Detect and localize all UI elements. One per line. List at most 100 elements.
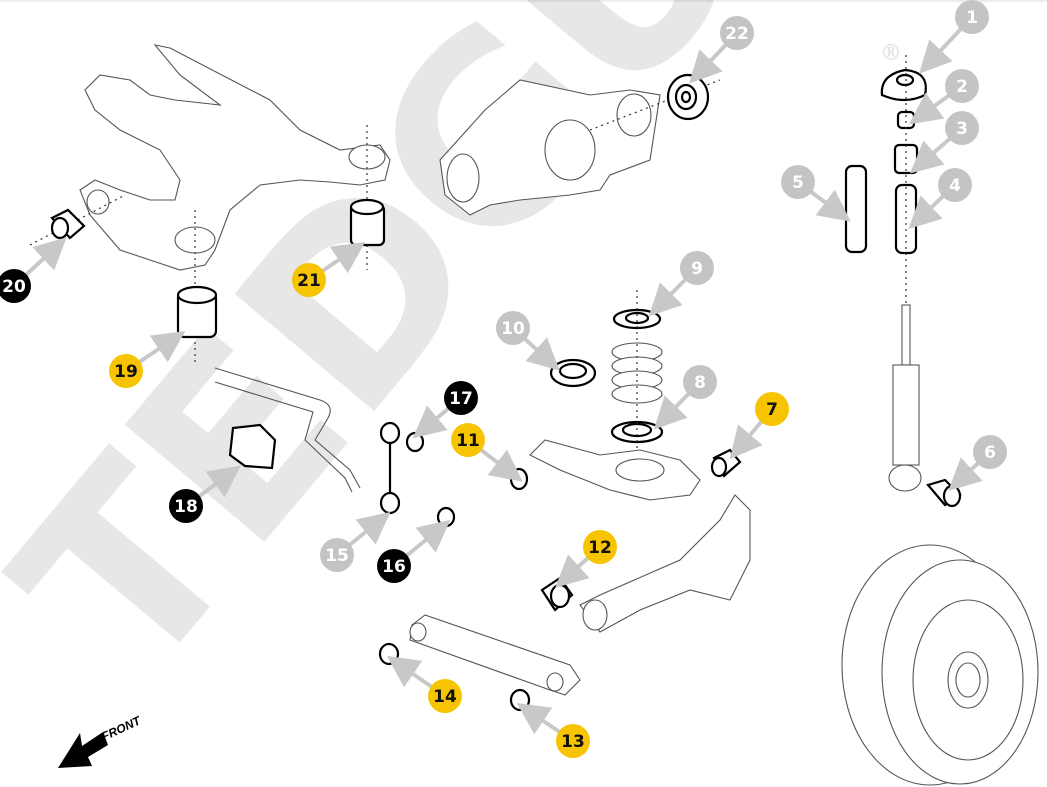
callout-20[interactable]: 20 [0,237,67,303]
callout-8[interactable]: 8 [653,365,717,430]
callout-badge-13[interactable] [556,724,590,758]
callout-number-1: 1 [966,8,978,28]
callout-number-19: 19 [114,362,138,382]
strut-top-mount [880,68,927,102]
callout-7[interactable]: 7 [729,392,789,460]
callout-number-3: 3 [956,119,968,139]
callout-16[interactable]: 16 [377,519,451,583]
callout-21[interactable]: 21 [292,242,366,297]
callout-3[interactable]: 3 [909,111,979,174]
callout-11[interactable]: 11 [451,423,523,482]
lower-control-arm [529,439,701,501]
callout-number-17: 17 [449,389,473,409]
callout-12[interactable]: 12 [555,530,617,588]
callout-number-13: 13 [561,732,585,752]
top-border [0,0,1047,2]
callout-number-21: 21 [297,271,321,291]
bushing-6 [926,478,962,508]
front-label: FRONT [99,713,144,744]
callout-number-9: 9 [691,259,703,279]
differential [439,79,721,216]
callout-badge-21[interactable] [292,263,326,297]
callout-number-4: 4 [949,176,961,196]
coil-spring [611,342,663,404]
callout-badge-16[interactable] [377,549,411,583]
callout-badge-20[interactable] [0,269,31,303]
callout-badge-12[interactable] [583,530,617,564]
subframe [29,44,391,365]
callout-13[interactable]: 13 [516,703,590,758]
callout-badge-10[interactable] [496,311,530,345]
bushing-16 [436,506,456,528]
callout-1[interactable]: 1 [919,0,989,74]
callout-6[interactable]: 6 [948,435,1007,491]
callout-badge-2[interactable] [945,69,979,103]
dust-cover-with-bumper [844,164,868,254]
bump-stop-bushing [896,110,916,130]
callout-22[interactable]: 22 [688,16,754,84]
wheel [841,544,1039,786]
callout-number-22: 22 [725,24,749,44]
callout-badge-9[interactable] [680,251,714,285]
lower-spring-seat [610,420,664,444]
bushing-13 [509,688,531,712]
bushing-17 [405,431,425,453]
callout-badge-19[interactable] [109,354,143,388]
shock-absorber [888,304,922,492]
lateral-link [409,614,581,696]
callout-badge-7[interactable] [755,392,789,426]
front-arrow-icon [58,732,108,768]
stabilizer-bushing-18 [228,423,277,470]
callout-4[interactable]: 4 [908,168,972,229]
callout-2[interactable]: 2 [909,69,979,125]
callout-number-11: 11 [456,431,480,451]
callout-14[interactable]: 14 [386,655,462,713]
bushing-14 [378,642,400,666]
callout-number-18: 18 [174,497,198,517]
callout-number-15: 15 [325,546,349,566]
callout-15[interactable]: 15 [320,511,391,572]
callout-number-12: 12 [588,538,612,558]
callout-badge-18[interactable] [169,489,203,523]
callout-badge-22[interactable] [720,16,754,50]
bushing-12 [540,576,574,612]
stabilizer-bar [214,367,361,493]
callout-badge-14[interactable] [428,679,462,713]
callout-badge-15[interactable] [320,538,354,572]
trailing-arm [579,494,751,633]
callout-9[interactable]: 9 [648,251,714,317]
registered-mark: ® [880,41,902,66]
callout-number-20: 20 [2,277,26,297]
bushing-7 [710,448,742,478]
callout-badge-5[interactable] [781,165,815,199]
bushing-20 [50,208,86,240]
callout-badge-8[interactable] [683,365,717,399]
callout-badge-4[interactable] [938,168,972,202]
callout-17[interactable]: 17 [412,381,478,439]
callout-5[interactable]: 5 [781,165,851,222]
callout-number-8: 8 [694,373,706,393]
bushing-11 [509,467,529,491]
callout-badge-3[interactable] [945,111,979,145]
callout-number-2: 2 [956,77,968,97]
bushing-19 [176,285,218,339]
callout-number-16: 16 [382,557,406,577]
bearing-10 [549,358,597,388]
callout-number-7: 7 [766,400,778,420]
stabilizer-link [379,421,401,515]
callout-18[interactable]: 18 [169,465,241,523]
callout-19[interactable]: 19 [109,331,186,388]
callout-badge-6[interactable] [973,435,1007,469]
callout-badge-17[interactable] [444,381,478,415]
callout-number-14: 14 [433,687,457,707]
callout-number-10: 10 [501,319,525,339]
upper-spring-seat [612,308,662,330]
callout-badge-11[interactable] [451,423,485,457]
callout-badge-1[interactable] [955,0,989,34]
callout-10[interactable]: 10 [496,311,560,371]
bearing-22 [666,73,710,121]
callout-number-5: 5 [792,173,804,193]
bushing-21 [349,198,386,247]
